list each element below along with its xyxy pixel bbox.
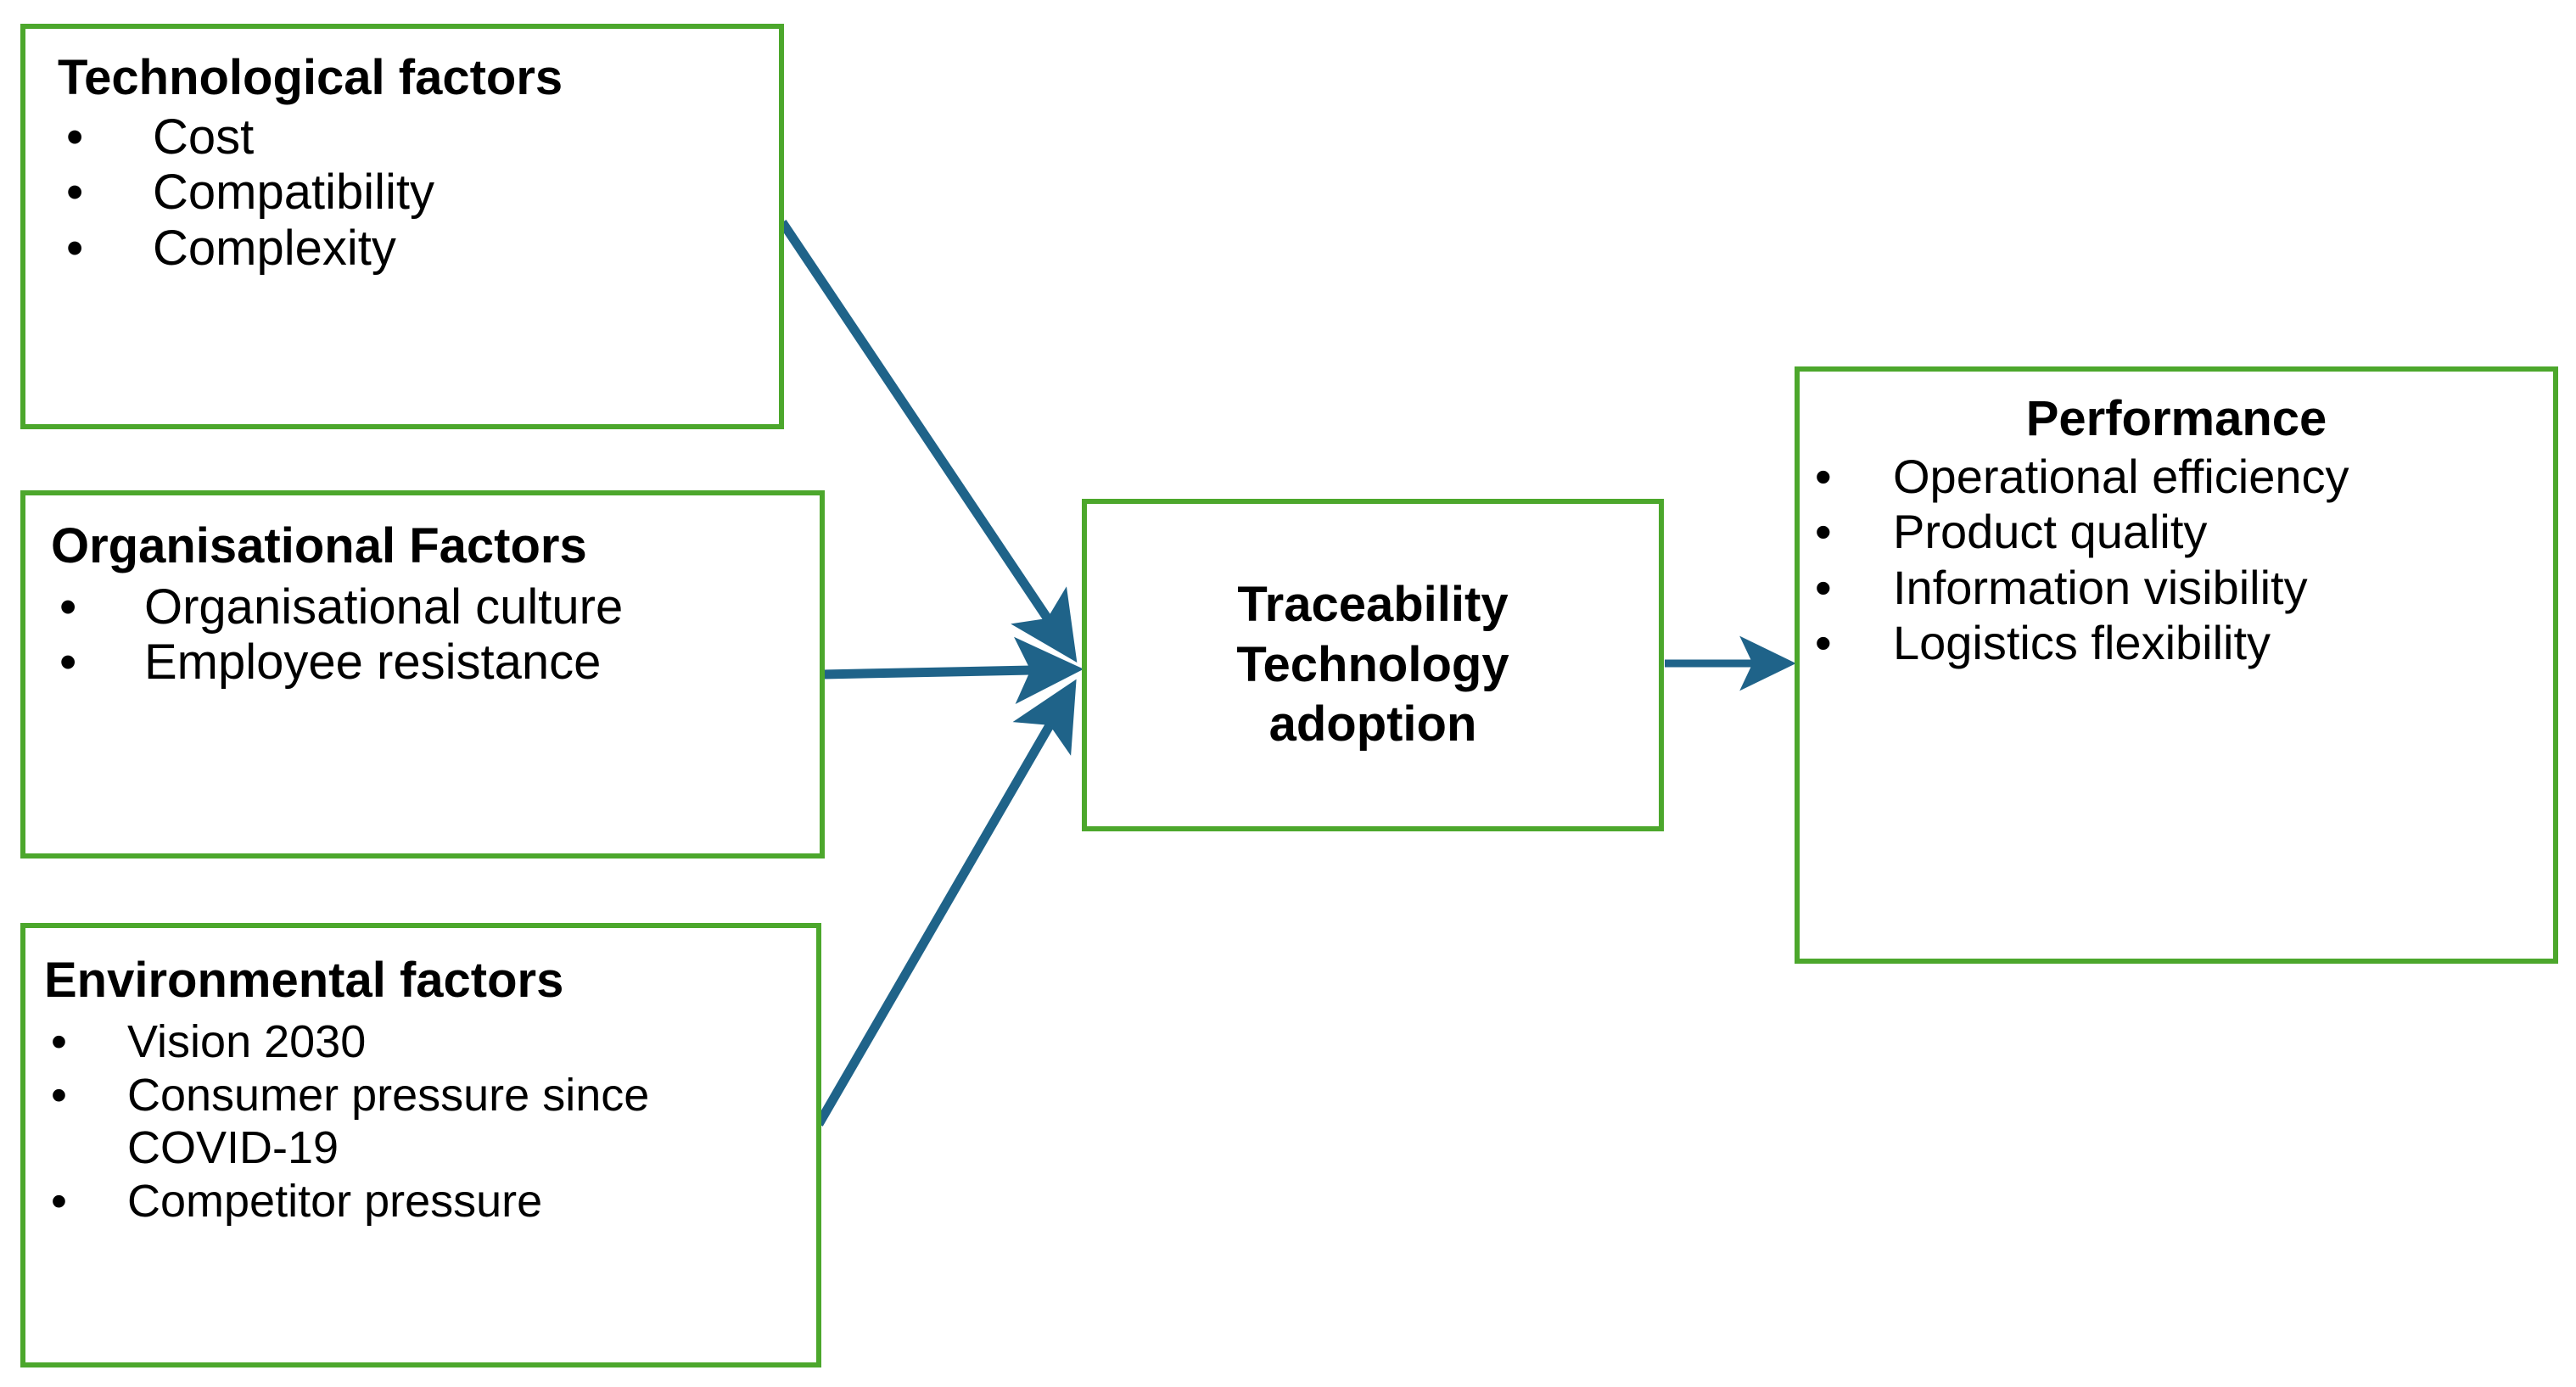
node-title-technological: Technological factors xyxy=(58,50,563,105)
center-line-1: Traceability xyxy=(1237,576,1509,632)
list-item: • Organisational culture xyxy=(59,579,820,635)
list-item-label: Compatibility xyxy=(153,165,434,221)
list-item-label: Cost xyxy=(153,109,255,165)
bullet-icon: • xyxy=(66,165,84,221)
bullet-icon: • xyxy=(1815,505,1832,559)
node-organisational-factors[interactable]: Organisational Factors • Organisational … xyxy=(20,490,825,858)
bullet-icon: • xyxy=(66,220,84,276)
bullet-list-technological: • Cost • Compatibility • Complexity xyxy=(66,109,779,277)
list-item-label: Vision 2030 xyxy=(127,1015,367,1067)
list-item: • Cost xyxy=(66,109,779,165)
node-environmental-factors[interactable]: Environmental factors • Vision 2030 • Co… xyxy=(20,923,821,1367)
bullet-icon: • xyxy=(51,1069,67,1121)
bullet-icon: • xyxy=(59,635,77,691)
list-item: • Operational efficiency xyxy=(1815,449,2553,505)
bullet-list-environmental: • Vision 2030 • Consumer pressure since … xyxy=(51,1015,816,1228)
node-traceability-technology-adoption[interactable]: Traceability Technology adoption xyxy=(1082,499,1664,831)
list-item-label: Information visibility xyxy=(1893,560,2308,614)
bullet-icon: • xyxy=(51,1175,67,1227)
bullet-icon: • xyxy=(1815,449,1832,503)
arrow-organisational-to-center xyxy=(822,636,1084,704)
arrow-technological-to-center xyxy=(778,219,1078,663)
bullet-list-performance: • Operational efficiency • Product quali… xyxy=(1815,449,2553,671)
list-item: • Logistics flexibility xyxy=(1815,615,2553,671)
list-item: • Product quality xyxy=(1815,504,2553,560)
list-item: • Information visibility xyxy=(1815,560,2553,616)
center-line-3: adoption xyxy=(1268,696,1477,752)
bullet-icon: • xyxy=(66,109,84,165)
node-title-environmental: Environmental factors xyxy=(44,953,564,1008)
bullet-icon: • xyxy=(59,579,77,635)
node-performance[interactable]: Performance • Operational efficiency • P… xyxy=(1795,366,2558,964)
list-item-label: Complexity xyxy=(153,220,396,276)
list-item: • Compatibility xyxy=(66,165,779,221)
list-item-label: Product quality xyxy=(1893,505,2208,559)
list-item-label: Logistics flexibility xyxy=(1893,616,2271,670)
node-title-center: Traceability Technology adoption xyxy=(1236,575,1509,755)
bullet-icon: • xyxy=(1815,616,1832,670)
arrow-environmental-to-center xyxy=(815,679,1077,1127)
bullet-icon: • xyxy=(1815,560,1832,614)
list-item: • Employee resistance xyxy=(59,635,820,691)
list-item-label: Operational efficiency xyxy=(1893,449,2349,503)
center-line-2: Technology xyxy=(1236,636,1509,692)
list-item-label: Organisational culture xyxy=(144,579,624,635)
list-item: • Competitor pressure xyxy=(51,1175,816,1228)
list-item-label: Competitor pressure xyxy=(127,1175,543,1227)
bullet-list-organisational: • Organisational culture • Employee resi… xyxy=(59,579,820,691)
list-item-label: Consumer pressure since COVID-19 xyxy=(127,1069,650,1174)
node-title-organisational: Organisational Factors xyxy=(51,518,587,573)
list-item: • Vision 2030 xyxy=(51,1015,816,1069)
node-technological-factors[interactable]: Technological factors • Cost • Compatibi… xyxy=(20,24,784,429)
list-item: • Consumer pressure since COVID-19 xyxy=(51,1069,816,1175)
bullet-icon: • xyxy=(51,1015,67,1067)
list-item: • Complexity xyxy=(66,221,779,277)
list-item-label: Employee resistance xyxy=(144,635,602,691)
node-title-performance: Performance xyxy=(2025,391,2327,446)
